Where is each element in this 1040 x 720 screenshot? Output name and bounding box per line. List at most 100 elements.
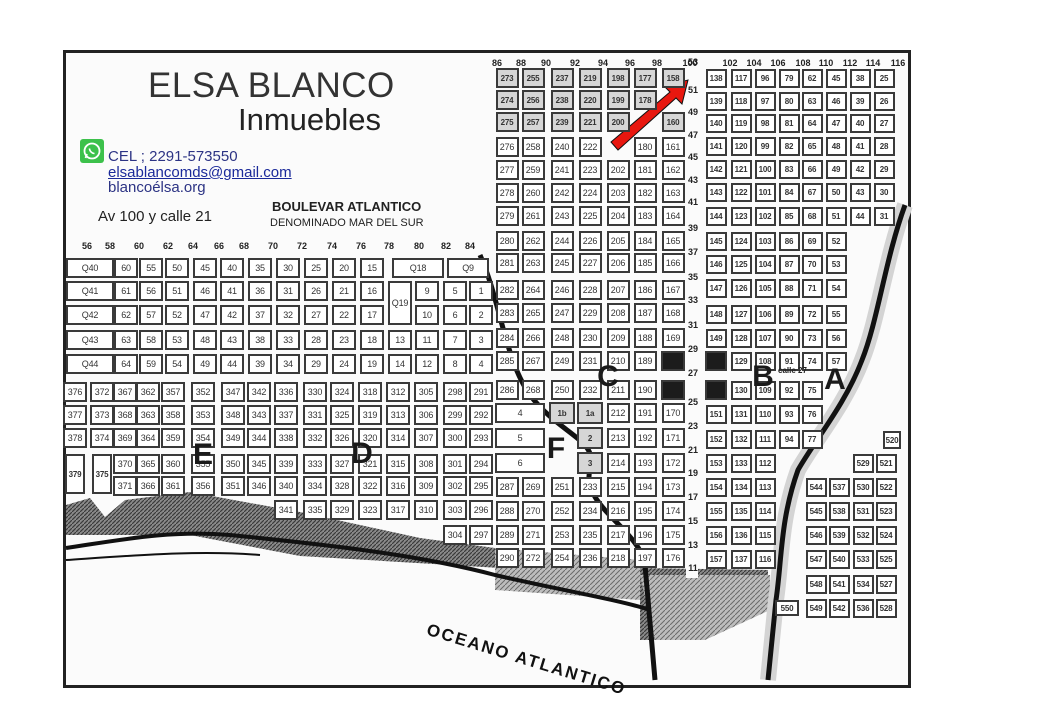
lot[interactable]: 524 [875, 525, 897, 545]
lot[interactable]: 192 [633, 428, 657, 448]
lot[interactable]: 238 [550, 90, 574, 110]
lot[interactable]: 28 [304, 330, 328, 350]
lot[interactable]: 64 [801, 113, 823, 133]
lot[interactable]: 73 [801, 328, 823, 348]
lot[interactable]: 215 [606, 477, 630, 497]
lot[interactable]: 64 [114, 354, 138, 374]
lot[interactable]: 176 [661, 548, 685, 568]
lot[interactable]: 301 [443, 454, 467, 474]
lot[interactable]: 86 [778, 231, 800, 251]
lot[interactable]: 101 [754, 182, 776, 202]
lot[interactable]: 306 [414, 405, 438, 425]
lot[interactable]: 342 [247, 382, 271, 402]
lot[interactable]: 521 [875, 453, 897, 473]
lot[interactable]: 297 [469, 525, 493, 545]
lot[interactable]: 222 [578, 137, 602, 157]
lot[interactable]: 359 [161, 428, 185, 448]
lot[interactable]: 107 [754, 328, 776, 348]
lot[interactable]: 38 [849, 68, 871, 88]
lot[interactable]: 160 [661, 112, 685, 132]
lot[interactable]: 134 [730, 477, 752, 497]
lot[interactable]: 255 [521, 68, 545, 88]
lot[interactable]: 82 [778, 136, 800, 156]
lot[interactable]: 27 [873, 113, 895, 133]
lot[interactable]: 45 [193, 258, 217, 278]
lot[interactable]: 190 [633, 380, 657, 400]
lot[interactable]: 183 [633, 206, 657, 226]
lot[interactable]: 22 [332, 305, 356, 325]
lot[interactable]: 166 [661, 253, 685, 273]
lot[interactable]: 544 [805, 477, 827, 497]
lot[interactable]: 54 [165, 354, 189, 374]
lot[interactable]: 45 [825, 68, 847, 88]
lot[interactable]: 360 [161, 454, 185, 474]
lot[interactable]: 93 [778, 404, 800, 424]
lot[interactable]: 242 [550, 183, 574, 203]
lot[interactable]: 316 [386, 476, 410, 496]
dark-lot[interactable] [705, 380, 727, 400]
lot[interactable]: 310 [414, 500, 438, 520]
lot[interactable]: 108 [754, 351, 776, 371]
lot[interactable]: 77 [801, 429, 823, 449]
lot[interactable]: 522 [875, 477, 897, 497]
lot[interactable]: 57 [139, 305, 163, 325]
lot[interactable]: 230 [578, 328, 602, 348]
lot[interactable]: 299 [443, 405, 467, 425]
lot[interactable]: 378 [63, 428, 87, 448]
lot[interactable]: 344 [247, 428, 271, 448]
lot[interactable]: 151 [705, 404, 727, 424]
lot[interactable]: 227 [578, 253, 602, 273]
lot[interactable]: 84 [778, 182, 800, 202]
lot[interactable]: 47 [825, 113, 847, 133]
lot[interactable]: 304 [443, 525, 467, 545]
lot[interactable]: 374 [90, 428, 114, 448]
lot[interactable]: 295 [469, 476, 493, 496]
lot[interactable]: 26 [873, 91, 895, 111]
lot[interactable]: 67 [801, 182, 823, 202]
lot[interactable]: Q19 [388, 281, 412, 325]
lot[interactable]: 320 [358, 428, 382, 448]
lot[interactable]: 214 [606, 453, 630, 473]
lot[interactable]: 142 [705, 159, 727, 179]
lot[interactable]: 106 [754, 304, 776, 324]
lot[interactable]: 34 [276, 354, 300, 374]
lot[interactable]: 261 [521, 206, 545, 226]
lot[interactable]: 231 [578, 351, 602, 371]
lot[interactable]: 289 [495, 525, 519, 545]
lot[interactable]: 262 [521, 231, 545, 251]
lot[interactable]: 317 [386, 500, 410, 520]
lot[interactable]: 55 [139, 258, 163, 278]
lot[interactable]: 20 [332, 258, 356, 278]
lot[interactable]: 44 [849, 206, 871, 226]
lot[interactable]: 116 [754, 549, 776, 569]
lot[interactable]: 1a [577, 402, 603, 424]
lot[interactable]: 15 [360, 258, 384, 278]
lot[interactable]: 243 [550, 206, 574, 226]
lot[interactable]: 273 [495, 68, 519, 88]
lot[interactable]: Q42 [66, 305, 114, 325]
lot[interactable]: 123 [730, 206, 752, 226]
lot[interactable]: 70 [801, 254, 823, 274]
lot[interactable]: 291 [469, 382, 493, 402]
lot[interactable]: 350 [221, 454, 245, 474]
lot[interactable]: 100 [754, 159, 776, 179]
lot[interactable]: 225 [578, 206, 602, 226]
lot[interactable]: 534 [852, 574, 874, 594]
lot[interactable]: 65 [801, 136, 823, 156]
lot[interactable]: 368 [113, 405, 137, 425]
lot[interactable]: 252 [550, 501, 574, 521]
email-link[interactable]: elsablancomds@gmail.com [108, 164, 292, 181]
lot[interactable]: 377 [63, 405, 87, 425]
lot[interactable]: 180 [633, 137, 657, 157]
lot[interactable]: 149 [705, 328, 727, 348]
lot[interactable]: 10 [415, 305, 439, 325]
lot[interactable]: 338 [274, 428, 298, 448]
lot[interactable]: 296 [469, 500, 493, 520]
lot[interactable]: 315 [386, 454, 410, 474]
lot[interactable]: 211 [606, 380, 630, 400]
lot[interactable]: 548 [805, 574, 827, 594]
lot[interactable]: 348 [221, 405, 245, 425]
lot[interactable]: 228 [578, 280, 602, 300]
lot[interactable]: 539 [828, 525, 850, 545]
lot[interactable]: 185 [633, 253, 657, 273]
